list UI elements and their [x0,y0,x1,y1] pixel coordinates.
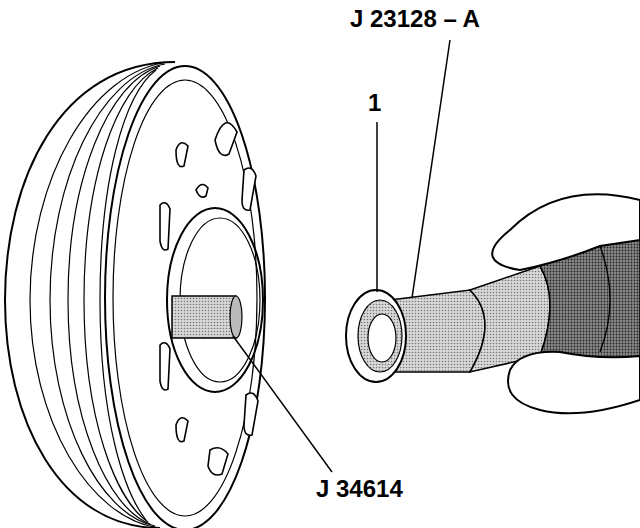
tool-number: J 34614 [316,476,403,502]
tool-number: J 23128 – A [350,6,480,32]
callout-number: 1 [368,90,381,116]
